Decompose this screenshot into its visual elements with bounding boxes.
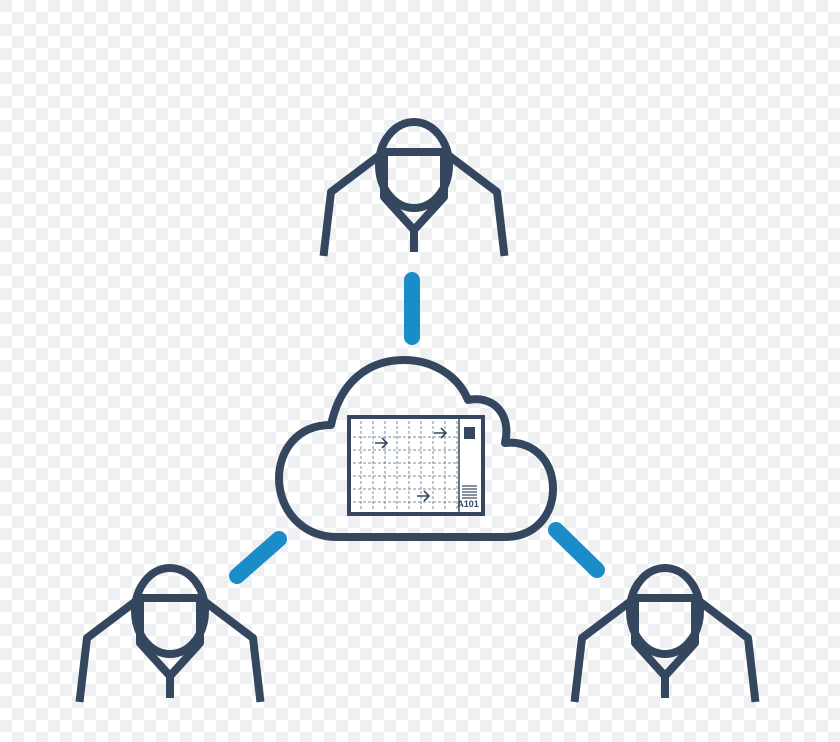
- cloud-icon: [275, 356, 557, 541]
- title-block-lines: [462, 485, 477, 499]
- sheet-code: A101: [457, 499, 479, 509]
- arrow-glyph: [417, 490, 431, 502]
- arrow-glyph: [375, 437, 389, 449]
- title-block-mark: [464, 427, 475, 439]
- arrow-icon: [434, 427, 448, 439]
- sheet-frame: [347, 415, 485, 516]
- connectors: [229, 272, 605, 584]
- connector-left: [229, 531, 287, 584]
- blueprint-sheet-icon: A101: [347, 415, 485, 516]
- sheet-grid: [353, 419, 460, 512]
- connector-right: [548, 522, 605, 578]
- arrow-icon: [375, 437, 389, 449]
- arrow-icon: [417, 490, 431, 502]
- arrow-glyph: [434, 427, 448, 439]
